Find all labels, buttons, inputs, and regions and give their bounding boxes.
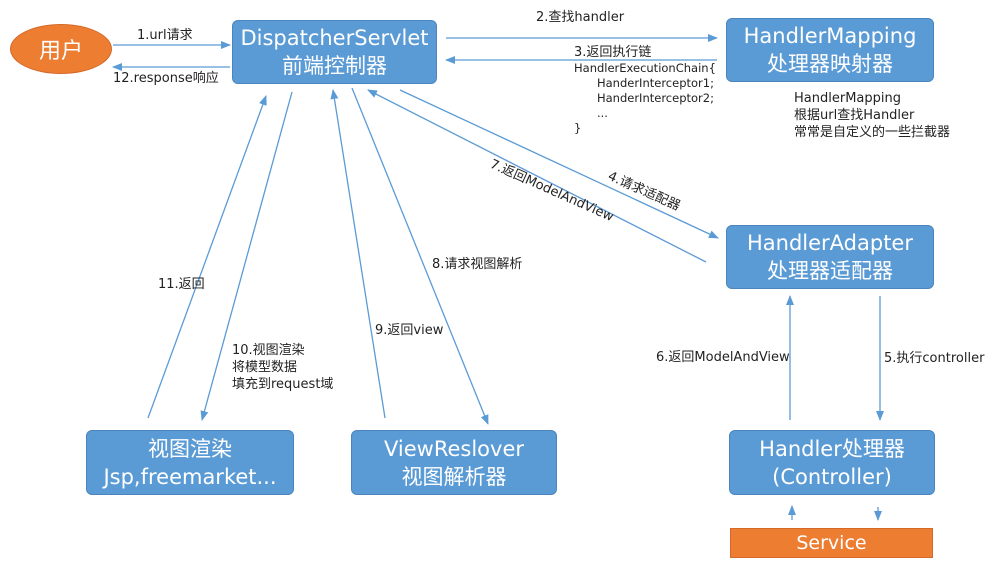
edge-label-3-line1: HandlerExecutionChain{ — [574, 61, 716, 75]
edge-label-1: 1.url请求 — [137, 28, 193, 43]
note-line2: 根据url查找Handler — [794, 108, 915, 123]
edge-label-10-line1: 10.视图渲染 — [232, 343, 305, 358]
view-resolver-title: ViewReslover — [383, 436, 524, 461]
edge-label-3-line5: } — [574, 121, 582, 135]
note-line3: 常常是自定义的一些拦截器 — [794, 125, 951, 140]
arrow-11-return — [147, 95, 267, 419]
edge-label-8: 8.请求视图解析 — [432, 257, 523, 272]
edge-label-2: 2.查找handler — [536, 10, 625, 25]
handler-mapping-note: HandlerMapping 根据url查找Handler 常常是自定义的一些拦… — [794, 90, 950, 141]
note-line1: HandlerMapping — [794, 91, 901, 106]
arrow-4-request-adapter — [399, 89, 719, 239]
view-resolver-node: ViewReslover 视图解析器 — [351, 430, 557, 495]
edge-label-10: 10.视图渲染 将模型数据 填充到request域 — [232, 342, 333, 393]
arrow-8-request-view-resolve — [351, 87, 489, 425]
arrow-7-return-modelandview — [367, 89, 707, 263]
handler-adapter-node: HandlerAdapter 处理器适配器 — [726, 225, 934, 289]
service-label: Service — [796, 532, 867, 554]
edge-label-3-line4: ... — [586, 106, 608, 120]
service-node: Service — [730, 528, 933, 558]
dispatcher-servlet-node: DispatcherServlet 前端控制器 — [232, 20, 437, 84]
edge-label-3-title: 3.返回执行链 — [574, 45, 652, 60]
handler-mapping-node: HandlerMapping 处理器映射器 — [726, 18, 934, 82]
edge-label-5: 5.执行controller — [884, 351, 985, 366]
arrow-10-render-view — [200, 91, 293, 421]
view-render-title: 视图渲染 — [148, 436, 232, 461]
dispatcher-title: DispatcherServlet — [240, 26, 429, 50]
edge-label-12: 12.response响应 — [113, 71, 219, 86]
edge-label-10-line2: 将模型数据 — [232, 360, 298, 375]
handler-adapter-title: HandlerAdapter — [746, 231, 913, 255]
handler-mapping-title: HandlerMapping — [743, 24, 917, 48]
edge-label-6: 6.返回ModelAndView — [656, 350, 790, 365]
edge-label-9: 9.返回view — [375, 323, 444, 338]
handler-subtitle: (Controller) — [772, 464, 892, 489]
handler-mapping-subtitle: 处理器映射器 — [767, 52, 893, 76]
handler-title: Handler处理器 — [759, 436, 905, 461]
edge-label-3-line2: HanderInterceptor1; — [586, 76, 714, 90]
edge-label-3: 3.返回执行链 HandlerExecutionChain{ HanderInt… — [574, 44, 716, 136]
edge-label-11: 11.返回 — [158, 277, 205, 292]
view-render-subtitle: Jsp,freemarket... — [103, 464, 277, 489]
user-label: 用户 — [38, 39, 83, 64]
arrow-9-return-view — [330, 89, 386, 419]
edge-label-3-line3: HanderInterceptor2; — [586, 91, 714, 105]
dispatcher-subtitle: 前端控制器 — [282, 54, 387, 78]
view-render-node: 视图渲染 Jsp,freemarket... — [86, 430, 294, 495]
handler-adapter-subtitle: 处理器适配器 — [767, 259, 893, 283]
view-resolver-subtitle: 视图解析器 — [401, 464, 507, 489]
user-node: 用户 — [10, 24, 112, 74]
handler-node: Handler处理器 (Controller) — [729, 430, 935, 495]
edge-label-10-line3: 填充到request域 — [232, 377, 334, 392]
